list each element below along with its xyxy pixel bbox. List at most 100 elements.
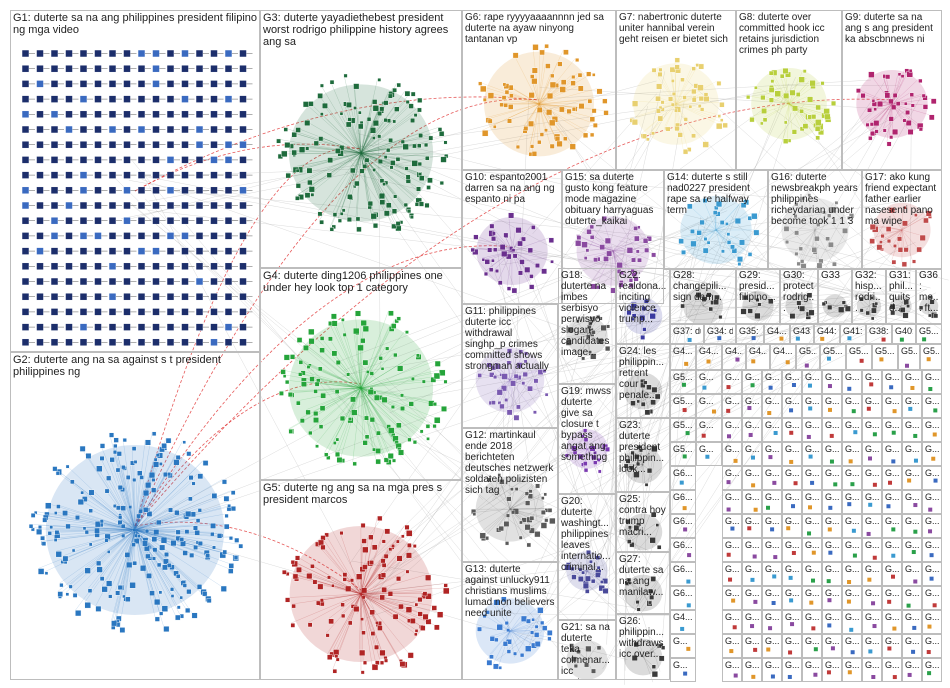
edge — [134, 443, 162, 531]
edge — [80, 490, 136, 531]
edge — [496, 551, 643, 661]
small-group-box: G... — [882, 466, 902, 490]
node — [367, 200, 374, 207]
node — [182, 550, 188, 556]
small-group-box: G... — [842, 658, 862, 682]
node — [142, 507, 149, 513]
small-group-label: G... — [785, 468, 799, 478]
small-group-box: G... — [862, 370, 882, 394]
node — [72, 592, 78, 598]
small-group-label: G... — [785, 660, 799, 670]
small-group-label: G4...: sa... — [699, 346, 719, 356]
node — [329, 79, 335, 85]
node — [85, 453, 92, 459]
group-box-g12: G12: martinkaul ende 2018 berichteten de… — [462, 428, 558, 562]
small-group-label: G... — [805, 588, 819, 598]
group-box-g20: G20: duterte washingt... philippines lea… — [558, 494, 616, 620]
edge — [289, 143, 362, 154]
node — [358, 110, 362, 115]
small-group-label: G... — [845, 636, 859, 646]
edge — [730, 215, 812, 316]
edge — [360, 152, 369, 202]
edge — [361, 108, 908, 576]
small-group-label: G... — [699, 396, 714, 406]
edge-red — [134, 245, 513, 527]
node — [369, 371, 374, 376]
edge — [360, 127, 439, 154]
edge — [359, 152, 362, 169]
edge — [291, 132, 362, 154]
edge — [360, 91, 412, 154]
node — [334, 389, 340, 394]
small-group-label: G... — [725, 396, 739, 406]
edge — [134, 472, 168, 531]
node — [99, 455, 105, 461]
edge — [85, 453, 136, 531]
edge — [134, 529, 235, 539]
small-group-label: G... — [785, 612, 799, 622]
small-group-label: G... — [865, 372, 879, 382]
edge — [108, 529, 136, 595]
node — [320, 112, 324, 116]
node — [234, 537, 240, 543]
edge — [331, 152, 362, 225]
node — [96, 560, 102, 566]
node — [339, 211, 344, 216]
small-group-box: G... — [742, 610, 762, 634]
node — [432, 402, 437, 407]
edge — [134, 529, 187, 590]
node — [146, 572, 152, 579]
small-group-label: G... — [905, 444, 919, 454]
group-box-g31: G31: phil... quits d... — [886, 268, 916, 324]
node — [306, 167, 313, 174]
small-group-box: G... — [922, 442, 942, 466]
edge — [319, 387, 362, 406]
node — [44, 571, 49, 575]
node — [186, 451, 192, 457]
small-group-box: G... — [782, 394, 802, 418]
edge — [111, 529, 136, 621]
node — [121, 533, 126, 538]
small-group-label: G... — [865, 492, 879, 502]
edge — [308, 328, 362, 389]
edge — [713, 243, 898, 306]
node — [82, 526, 87, 531]
small-group-box: G... — [762, 538, 782, 562]
small-group-box: G... — [742, 514, 762, 538]
node — [129, 582, 136, 589]
small-group-label: G... — [805, 564, 819, 574]
edge — [347, 409, 649, 551]
node — [189, 552, 195, 558]
node — [30, 513, 36, 518]
node — [339, 145, 345, 151]
node — [304, 119, 311, 126]
edge — [656, 93, 901, 516]
small-group-box: G... — [762, 370, 782, 394]
node — [121, 465, 126, 470]
edge — [832, 224, 885, 295]
small-group-box: G... — [882, 562, 902, 586]
edge — [56, 504, 136, 531]
node — [440, 156, 447, 163]
edge — [319, 152, 362, 221]
node — [402, 143, 409, 150]
small-group-label: G... — [825, 588, 839, 598]
group-label-g27: G27: duterte sa na ang manilaw... — [619, 554, 664, 598]
node — [439, 180, 444, 186]
small-group-label: G... — [745, 468, 759, 478]
node — [228, 568, 234, 574]
small-group-box: G6...: dut... — [670, 586, 696, 610]
small-group-label: G... — [845, 444, 859, 454]
small-group-label: G... — [785, 396, 799, 406]
edge — [360, 138, 389, 154]
edge — [533, 275, 661, 672]
node — [295, 183, 301, 189]
edge — [30, 513, 136, 531]
group-label-g21: G21: sa na duterte teka colmenar... icc … — [561, 622, 610, 679]
small-group-box: G... — [802, 394, 822, 418]
small-group-box: G... — [782, 466, 802, 490]
edge — [94, 529, 136, 533]
node — [417, 143, 422, 148]
node — [411, 160, 418, 167]
node — [430, 376, 437, 383]
